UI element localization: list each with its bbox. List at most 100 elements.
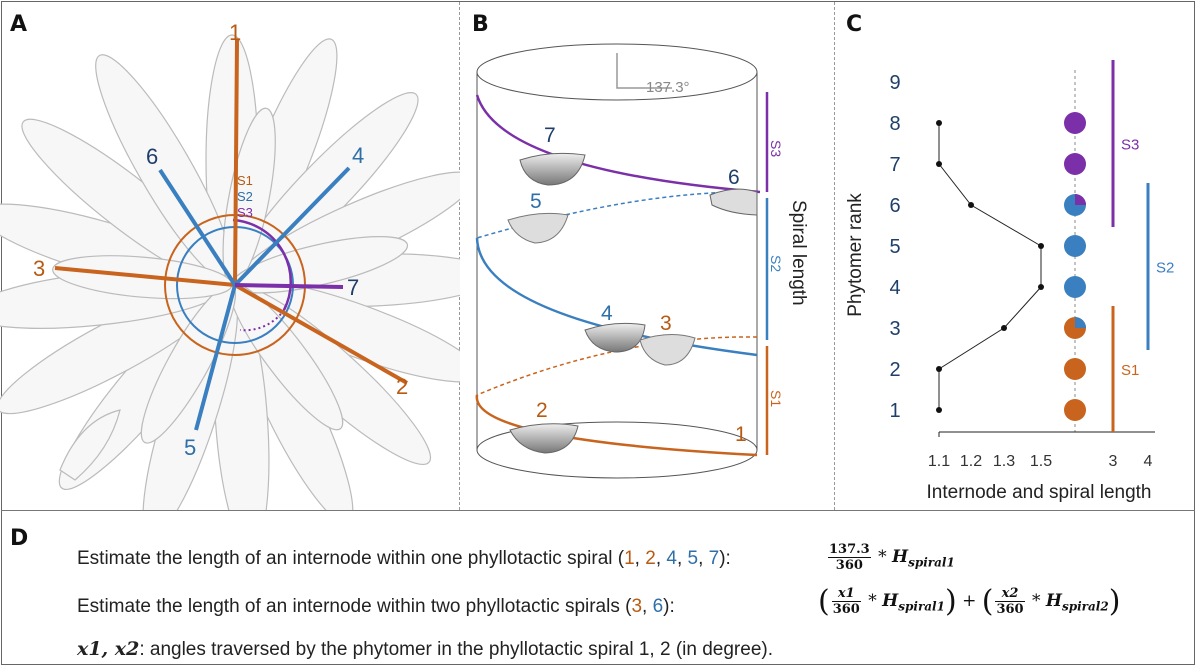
cylinder-bottom-back — [476, 421, 758, 451]
spiral-length-label: Spiral length — [788, 200, 809, 306]
f2b-num: x2 — [995, 586, 1025, 602]
leaf-number-3: 3 — [33, 256, 45, 281]
times-3: * — [1032, 591, 1041, 611]
panel-label-b: B — [472, 12, 489, 37]
h-3: H — [1045, 591, 1062, 611]
line2-pre: Estimate the length of an internode with… — [77, 596, 632, 617]
line3-text: x1, x2: angles traversed by the phytomer… — [77, 638, 773, 661]
y-tick-label: 7 — [889, 154, 900, 176]
leaf-line-7 — [234, 283, 344, 289]
spiral-s3-curve — [475, 94, 761, 194]
chart-ylabel: Phytomer rank — [845, 193, 866, 317]
spiral-s1-curve — [475, 394, 758, 457]
b-number-3: 3 — [660, 312, 672, 335]
series-point — [1001, 325, 1007, 331]
series-point — [1038, 284, 1044, 290]
f2b-den: 360 — [996, 602, 1024, 617]
series-point — [936, 366, 942, 372]
x-tick-label: 1.5 — [1030, 453, 1052, 470]
plus-sign: + — [962, 591, 977, 611]
leaf-number-6: 6 — [146, 144, 158, 169]
leaf-line-6 — [158, 168, 237, 287]
leaf-number-2: 2 — [396, 374, 408, 399]
series-point — [968, 202, 974, 208]
b-number-4: 4 — [601, 302, 613, 325]
f2a-num: x1 — [831, 586, 861, 602]
angle-marker — [616, 53, 672, 89]
leaf-shape-3 — [639, 334, 696, 366]
leaf-number-5: 5 — [184, 435, 196, 460]
phytomer-dot — [1064, 235, 1086, 257]
panel-divider-bc — [834, 2, 835, 510]
panel-divider-ab — [459, 2, 460, 510]
y-tick-label: 2 — [889, 359, 900, 381]
spiral-bar-label: S3 — [1121, 137, 1139, 154]
phytomer-dot — [1064, 358, 1086, 380]
line1-n2: 2 — [645, 548, 656, 569]
y-tick-label: 3 — [889, 318, 900, 340]
phytomer-dot-split — [1075, 194, 1086, 205]
x-tick-label: 1.3 — [993, 453, 1015, 470]
leaf-shape-4 — [584, 322, 646, 353]
line1-n4: 5 — [687, 548, 699, 569]
bracket-label-s3: S3 — [768, 140, 784, 157]
spiral-label-s2: S2 — [237, 189, 253, 204]
y-tick-label: 5 — [889, 236, 900, 258]
leaf-shape-6 — [709, 188, 758, 216]
chart-xlabel: Internode and spiral length — [927, 482, 1152, 503]
panel-a-rosette: 1 2 3 4 5 6 7 S1 S2 S3 — [0, 20, 460, 510]
panel-label-d: D — [10, 526, 29, 551]
spiral-label-s1: S1 — [237, 173, 253, 188]
b-number-2: 2 — [536, 399, 548, 422]
x-tick-label: 4 — [1144, 453, 1153, 470]
leaf-shape-7 — [519, 152, 586, 186]
b-number-5: 5 — [530, 190, 542, 213]
leaf-number-1: 1 — [229, 20, 241, 45]
phytomer-dot — [1064, 153, 1086, 175]
phytomer-dot — [1064, 399, 1086, 421]
y-tick-label: 1 — [889, 400, 900, 422]
y-tick-label: 8 — [889, 113, 900, 135]
line1-n1: 1 — [624, 548, 635, 569]
h-2: H — [882, 591, 899, 611]
series-line — [938, 123, 1042, 410]
spiral-s3-dotted — [239, 309, 285, 332]
cylinder-bottom-front — [476, 449, 758, 479]
leaf-shape-2 — [509, 423, 579, 454]
line1-post: ): — [719, 548, 731, 569]
leaf-line-3 — [54, 266, 236, 287]
sub-2: spiral1 — [898, 599, 945, 614]
b-number-6: 6 — [728, 166, 740, 189]
b-number-7: 7 — [544, 124, 556, 147]
panel-c-chart: Phytomer rank Internode and spiral lengt… — [845, 60, 1174, 503]
line2-post: ): — [663, 596, 675, 617]
h-spiral1: Hspiral1 — [892, 547, 955, 569]
y-tick-label: 9 — [889, 72, 900, 94]
h-1: H — [892, 547, 909, 567]
leaf-line-2 — [234, 283, 408, 385]
y-tick-label: 6 — [889, 195, 900, 217]
line1-n3: 4 — [666, 548, 677, 569]
line3-vars: x1, x2 — [77, 638, 140, 660]
angle-label: 137.3° — [646, 79, 690, 96]
leaf-line-4 — [233, 166, 351, 287]
x-tick-label: 3 — [1109, 453, 1118, 470]
panel-label-a: A — [10, 12, 28, 37]
leaf-line-1 — [233, 39, 239, 286]
line2-n1: 3 — [631, 596, 643, 617]
spiral-bar-label: S1 — [1121, 362, 1139, 379]
h-spiral1-b: Hspiral1 — [882, 591, 945, 614]
x-tick-label: 1.2 — [960, 453, 982, 470]
phytomer-dot-split — [1075, 317, 1086, 328]
panel-b-cylinder: 137.3° S3 S2 S1 Spiral length 1 2 3 4 5 … — [475, 43, 809, 479]
series-point — [936, 120, 942, 126]
line1-n5: 7 — [708, 548, 720, 569]
phytomer-dot — [1064, 276, 1086, 298]
leaf-line-5 — [194, 284, 237, 431]
panel-label-c: C — [846, 12, 863, 37]
